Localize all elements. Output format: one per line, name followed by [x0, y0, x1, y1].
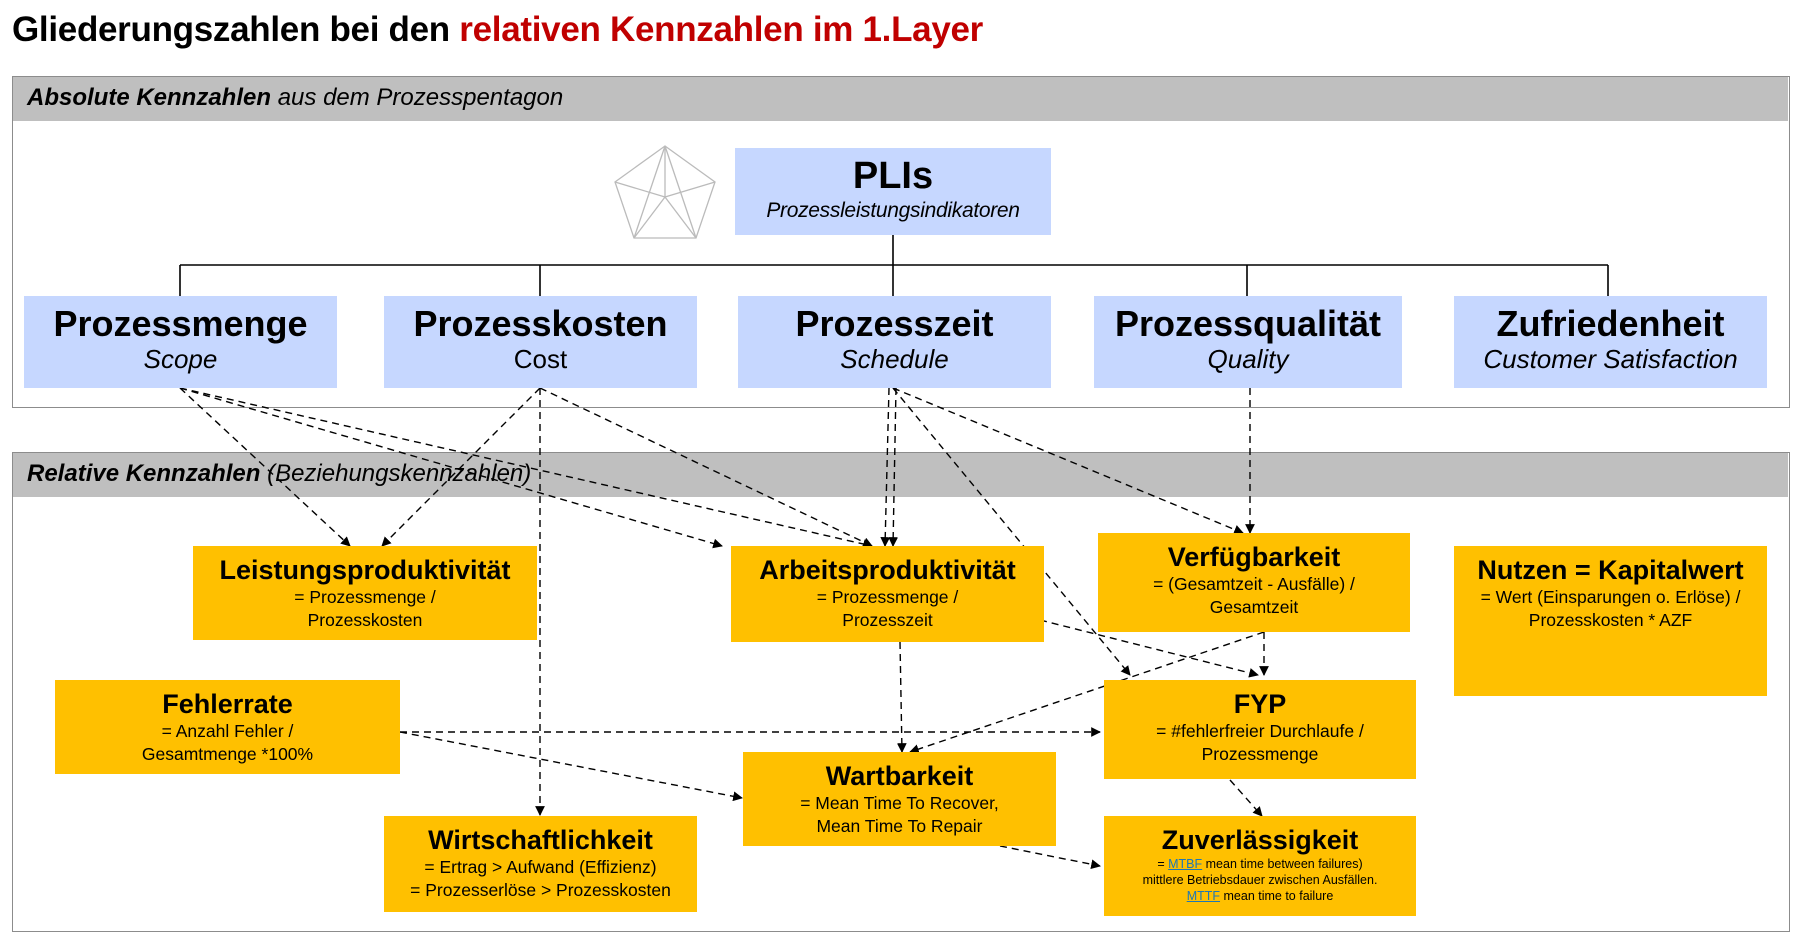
- relative-section-header: Relative Kennzahlen (Beziehungskennzahle…: [13, 453, 1788, 497]
- metric-arbeitsproduktivitaet: Arbeitsproduktivität = Prozessmenge / Pr…: [731, 546, 1044, 642]
- pli-box: PLIs Prozessleistungsindikatoren: [735, 148, 1051, 235]
- page-title: Gliederungszahlen bei den relativen Kenn…: [12, 10, 983, 49]
- metric-verfuegbarkeit: Verfügbarkeit = (Gesamtzeit - Ausfälle) …: [1098, 533, 1410, 632]
- pentagon-icon: [614, 145, 716, 239]
- category-zufriedenheit: Zufriedenheit Customer Satisfaction: [1454, 296, 1767, 388]
- metric-wartbarkeit: Wartbarkeit = Mean Time To Recover, Mean…: [743, 752, 1056, 846]
- metric-zuverlaessigkeit: Zuverlässigkeit = MTBF mean time between…: [1104, 816, 1416, 916]
- category-prozessqualitaet: Prozessqualität Quality: [1094, 296, 1402, 388]
- absolute-section-header: Absolute Kennzahlen aus dem Prozesspenta…: [13, 77, 1788, 121]
- category-prozesskosten: Prozesskosten Cost: [384, 296, 697, 388]
- metric-nutzen-kapitalwert: Nutzen = Kapitalwert = Wert (Einsparunge…: [1454, 546, 1767, 696]
- pli-subtitle: Prozessleistungsindikatoren: [766, 199, 1020, 222]
- metric-wirtschaftlichkeit: Wirtschaftlichkeit = Ertrag > Aufwand (E…: [384, 816, 697, 912]
- dependency-arrows: [179, 387, 1269, 870]
- category-prozessmenge: Prozessmenge Scope: [24, 296, 337, 388]
- mtbf-link[interactable]: MTBF: [1168, 857, 1203, 871]
- metric-fyp: FYP = #fehlerfreier Durchlaufe / Prozess…: [1104, 680, 1416, 779]
- category-prozesszeit: Prozesszeit Schedule: [738, 296, 1051, 388]
- metric-fehlerrate: Fehlerrate = Anzahl Fehler / Gesamtmenge…: [55, 680, 400, 774]
- mttf-link[interactable]: MTTF: [1186, 889, 1221, 903]
- pli-title: PLIs: [852, 155, 934, 197]
- hierarchy-lines: [179, 235, 1609, 296]
- metric-leistungsproduktivitaet: Leistungsproduktivität = Prozessmenge / …: [193, 546, 537, 640]
